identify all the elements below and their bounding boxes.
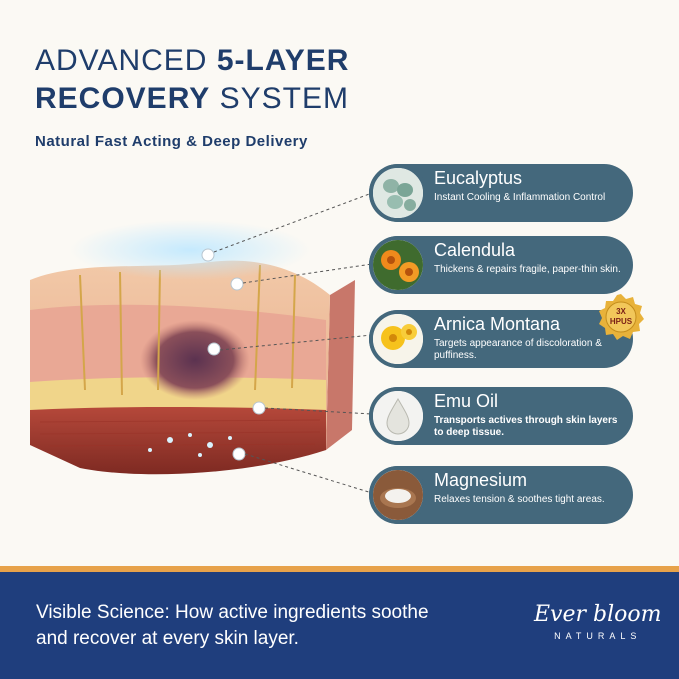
eucalyptus-leaf-icon [369, 164, 427, 222]
badge-line-1: 3X [616, 307, 626, 316]
hpus-badge: 3X HPUS [599, 294, 644, 340]
headline: ADVANCED 5-LAYER RECOVERY SYSTEM [35, 46, 349, 114]
footer-tagline: Visible Science: How active ingredients … [36, 602, 429, 649]
headline-word-system: SYSTEM [219, 82, 349, 115]
ingredient-arnica-montana: Arnica Montana Targets appearance of dis… [369, 310, 633, 368]
ingredient-calendula: Calendula Thickens & repairs fragile, pa… [369, 236, 633, 294]
arnica-flower-icon [369, 310, 427, 368]
calendula-flower-icon [369, 236, 427, 294]
magnesium-salt-icon [369, 466, 427, 524]
headline-word-recovery: RECOVERY [35, 82, 211, 115]
headline-line-2: RECOVERY SYSTEM [35, 84, 349, 114]
badge-line-2: HPUS [610, 317, 633, 326]
ingredient-desc: Instant Cooling & Inflammation Control [434, 192, 606, 203]
ingredient-magnesium: Magnesium Relaxes tension & soothes tigh… [369, 466, 633, 524]
ingredient-desc: Transports actives through skin layers t… [434, 415, 618, 438]
headline-line-1: ADVANCED 5-LAYER [35, 46, 349, 76]
ingredient-desc: Relaxes tension & soothes tight areas. [434, 494, 605, 505]
ingredient-emu-oil: Emu Oil Transports actives through skin … [369, 387, 633, 445]
skin-layers-illustration [30, 220, 355, 475]
brand-logo: Ever bloom NATURALS [534, 602, 662, 641]
ingredient-name: Eucalyptus [434, 168, 523, 188]
brand-name: Ever bloom [534, 602, 662, 627]
headline-word-advanced: ADVANCED [35, 44, 208, 77]
ingredient-name: Calendula [434, 240, 516, 260]
ingredient-name: Magnesium [434, 470, 528, 490]
ingredient-desc: Thickens & repairs fragile, paper-thin s… [434, 264, 621, 275]
ingredient-name: Emu Oil [434, 391, 499, 411]
footer-banner: Visible Science: How active ingredients … [0, 566, 679, 679]
ingredient-eucalyptus: Eucalyptus Instant Cooling & Inflammatio… [369, 164, 633, 222]
headline-word-5-layer: 5-LAYER [216, 44, 350, 77]
brand-sub: NATURALS [554, 631, 642, 641]
oil-drop-icon [369, 387, 427, 445]
subheadline: Natural Fast Acting & Deep Delivery [35, 133, 308, 150]
ingredient-name: Arnica Montana [434, 314, 561, 334]
ingredient-desc: Targets appearance of discoloration & pu… [434, 338, 602, 361]
